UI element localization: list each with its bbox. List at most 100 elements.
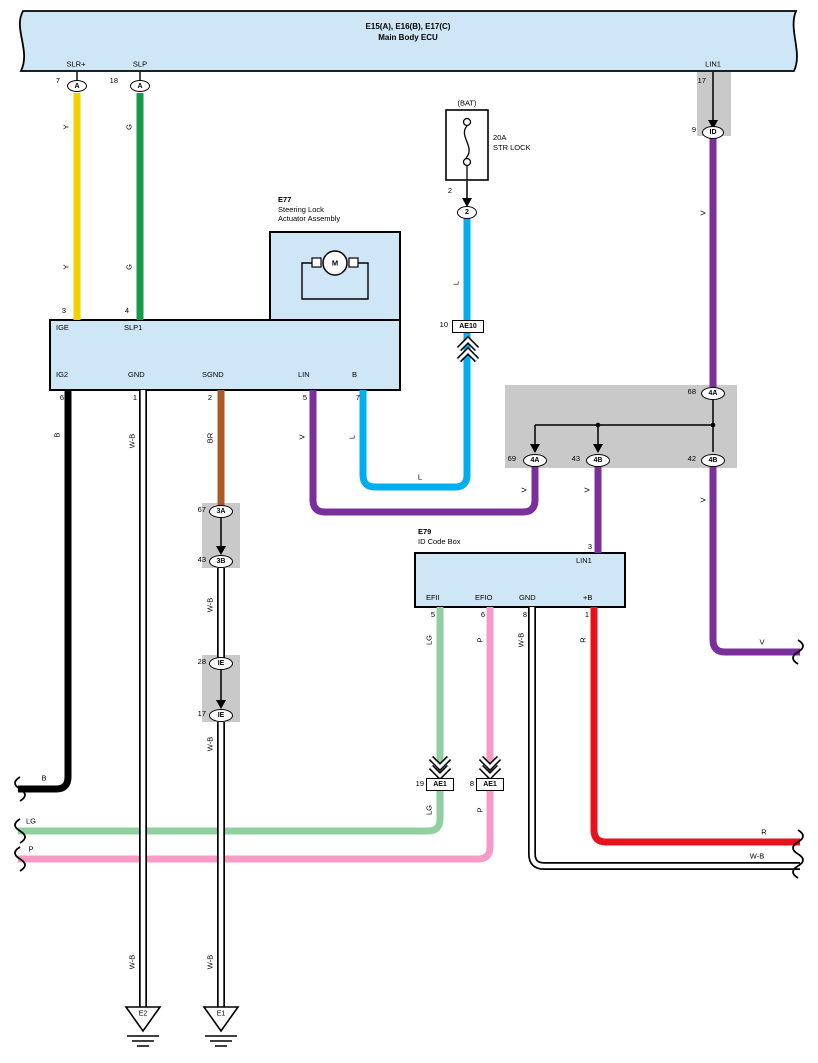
wire-label-wb-gnd1: W-B — [127, 433, 137, 449]
pin-number-8-gnd: 8 — [522, 610, 527, 619]
ground-triangle — [202, 1006, 240, 1033]
squiggle-v-right — [792, 639, 804, 665]
wire-label-wb-sgnd1: W-B — [205, 597, 215, 613]
squiggle-r-right — [792, 829, 804, 855]
connector-2: 2 — [457, 206, 477, 219]
pin-number-67: 67 — [197, 505, 206, 514]
e77-pin-ig2-label: IG2 — [56, 370, 69, 379]
connector-3a: 3A — [209, 505, 233, 518]
wire-e79gnd-wb-core — [529, 607, 800, 869]
connector-id: ID — [702, 125, 724, 139]
connector-ae10: AE10 — [452, 320, 484, 333]
chevron-up-icon — [457, 337, 479, 351]
pin-number-18: 18 — [109, 76, 118, 85]
squiggle-p-left — [14, 846, 26, 872]
wire-label-lg-left: LG — [25, 816, 37, 826]
wire-label-v-43: V — [582, 487, 592, 493]
fuse-element — [463, 125, 470, 159]
wire-label-l-top: L — [451, 280, 461, 286]
wire-label-v-42: V — [698, 497, 708, 503]
e77-pin-b-label: B — [352, 370, 358, 379]
ground-hatch — [205, 1035, 237, 1047]
double-chevron-up-ae10 — [456, 335, 480, 363]
wire-efio-pink — [18, 607, 494, 863]
e77-pin-slp1-label: SLP1 — [124, 323, 143, 332]
wire-label-r1: R — [578, 637, 588, 643]
wire-label-g1: G — [124, 124, 134, 130]
wire-ig2-black — [18, 390, 72, 793]
chevron-down-icon — [479, 765, 501, 779]
connector-3b: 3B — [209, 555, 233, 568]
fuse-name: STR LOCK — [493, 143, 531, 152]
e77-pin-gnd-label: GND — [128, 370, 145, 379]
e77-code: E77 — [278, 195, 292, 204]
wire-label-lg2: LG — [424, 804, 434, 816]
wire-label-y2: Y — [61, 264, 71, 270]
wire-lin1-purple-right — [709, 466, 800, 656]
motor-bracket — [301, 262, 369, 300]
e79-code: E79 — [418, 527, 432, 536]
pin-number-42: 42 — [687, 454, 696, 463]
pin-number-5-efii: 5 — [430, 610, 435, 619]
e79-box — [414, 552, 626, 608]
wire-label-l-b: L — [347, 434, 357, 440]
e77-pin-ige-label: IGE — [56, 323, 69, 332]
e77-pin-lin-label: LIN — [298, 370, 310, 379]
arrow-to-2 — [462, 198, 472, 207]
wire-label-br: BR — [205, 432, 215, 444]
motor-label: M — [331, 258, 339, 268]
fuse-top-terminal — [462, 117, 472, 127]
motor-terminal-left — [311, 257, 322, 268]
pin-number-9: 9 — [691, 125, 696, 134]
arrow-to-ie17 — [216, 700, 226, 709]
ground-symbol-e1 — [202, 1006, 240, 1047]
wire-lin-purple — [309, 390, 539, 516]
e79-pin-b-label: +B — [583, 593, 593, 602]
wire-label-r-right: R — [761, 827, 767, 837]
wire-label-wb-sgnd2: W-B — [205, 736, 215, 752]
chevron-up-icon — [457, 348, 479, 362]
pin-number-6-ig2: 6 — [59, 393, 64, 402]
pin-number-6-efio: 6 — [480, 610, 485, 619]
pin-number-8-ae1: 8 — [469, 779, 474, 788]
junction-dot-43 — [595, 422, 601, 428]
pin-number-69: 69 — [507, 454, 516, 463]
squiggle-lg-left — [14, 818, 26, 844]
ground-label-e2: E2 — [138, 1010, 148, 1018]
pin-number-19: 19 — [415, 779, 424, 788]
edge-squiggles — [14, 639, 804, 879]
wire-label-wb-sgnd3: W-B — [205, 954, 215, 970]
arrow-to-3b — [216, 546, 226, 555]
connector-links — [220, 72, 714, 701]
wire-label-v-top: V — [698, 210, 708, 216]
e77-pin-sgnd-label: SGND — [202, 370, 224, 379]
e77-name-line2: Actuator Assembly — [278, 214, 341, 223]
ecu-title-line1: E15(A), E16(B), E17(C) — [365, 22, 451, 31]
connector-ae1-left: AE1 — [426, 778, 454, 791]
wire-label-p1: P — [475, 637, 485, 643]
e77-name-line1: Steering Lock — [278, 205, 324, 214]
junction-dot-42 — [710, 422, 716, 428]
chevron-down-icon — [429, 765, 451, 779]
double-chevron-down-ae1b — [478, 755, 502, 781]
motor-terminal-right — [348, 257, 359, 268]
pin-number-43-4b: 43 — [571, 454, 580, 463]
wire-label-y1: Y — [61, 124, 71, 130]
wire-label-v-69: V — [519, 487, 529, 493]
chevron-down-icon — [429, 756, 451, 770]
connector-4b-42: 4B — [701, 453, 725, 467]
pin-number-43-3b: 43 — [197, 555, 206, 564]
ecu-pin-slp-label: SLP — [132, 59, 148, 69]
ground-triangle — [124, 1006, 162, 1033]
fuse-bottom-terminal — [462, 157, 472, 167]
pin-number-3-ige: 3 — [61, 306, 66, 315]
e79-pin-efio-label: EFIO — [475, 593, 493, 602]
e79-name: ID Code Box — [418, 537, 461, 546]
fuse-bat-label: (BAT) — [457, 98, 477, 108]
ecu-pin-slr-label: SLR+ — [66, 59, 86, 69]
wire-label-wb-gnd2: W-B — [127, 954, 137, 970]
squiggle-wb-right — [792, 853, 804, 879]
connector-a-slr: A — [67, 80, 87, 92]
wire-label-b-ig2: B — [52, 432, 62, 438]
